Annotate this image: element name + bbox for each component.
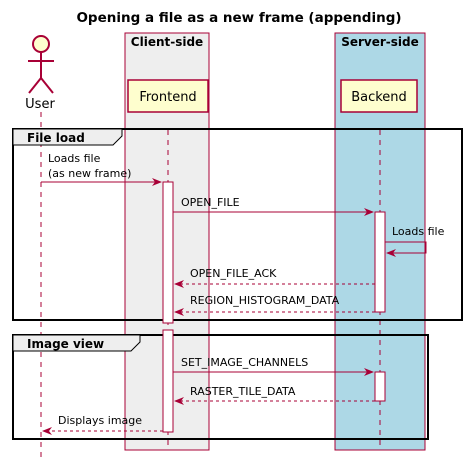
msg-loads-file-line1: Loads file — [48, 152, 101, 165]
backend-activation-bar — [374, 211, 386, 313]
client-side-label: Client-side — [131, 35, 203, 49]
diagram-title: Opening a file as a new frame (appending… — [76, 10, 401, 26]
frontend-activation-bar — [162, 181, 174, 324]
backend-label: Backend — [351, 90, 407, 105]
server-side-label: Server-side — [341, 35, 419, 49]
msg-open-file-ack: OPEN_FILE_ACK — [190, 267, 277, 280]
msg-raster-tile-data: RASTER_TILE_DATA — [190, 385, 296, 398]
msg-set-image-channels: SET_IMAGE_CHANNELS — [181, 356, 308, 369]
user-label: User — [25, 97, 55, 112]
group-image-view-label: Image view — [27, 337, 104, 351]
msg-open-file: OPEN_FILE — [181, 196, 240, 209]
backend-participant: Backend — [340, 79, 418, 113]
backend-activation-bar-2 — [374, 371, 386, 402]
msg-loads-file-line2: (as new frame) — [48, 167, 131, 180]
group-file-load: File load — [12, 128, 463, 321]
frontend-activation-bar-2 — [162, 329, 174, 433]
msg-backend-loads-file: Loads file — [392, 225, 445, 238]
group-image-view: Image view — [12, 334, 429, 440]
arrow-self-loads-file — [385, 241, 427, 257]
frontend-label: Frontend — [139, 90, 196, 105]
msg-region-histogram-data: REGION_HISTOGRAM_DATA — [190, 294, 340, 307]
msg-displays-image: Displays image — [58, 414, 142, 427]
frontend-participant: Frontend — [127, 79, 209, 113]
user-actor-icon — [28, 35, 54, 94]
group-file-load-label: File load — [27, 131, 85, 145]
